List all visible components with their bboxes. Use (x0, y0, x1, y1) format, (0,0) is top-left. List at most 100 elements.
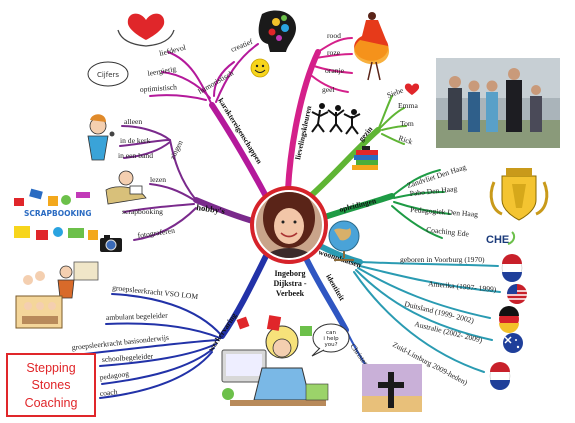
hobbys-sub (169, 139, 197, 201)
werkervaring-sub (105, 322, 221, 339)
opleidingen-item: Coaching Ede (426, 225, 470, 238)
karakter-sub (215, 43, 259, 103)
gezin-sub (379, 107, 405, 129)
werkervaring-item: coach (99, 387, 118, 398)
globe-icon (328, 220, 360, 261)
opleidingen-item: Pedagogiek Den Haag (410, 205, 479, 219)
gezin-item: Emma (398, 101, 418, 110)
hobbys-zingen-item: in een band (118, 151, 153, 160)
speech-text: i help (323, 336, 339, 342)
kleuren-item: rood (327, 31, 341, 40)
speech-bubble: can i help you? (311, 323, 350, 357)
flag-australia-icon (503, 333, 523, 353)
hobbys-sub (119, 139, 171, 147)
woonplaatsen-sub (359, 265, 501, 293)
dancer-illustration (354, 12, 390, 81)
che-logo-text: CHE (486, 234, 509, 246)
identiteit-branch (301, 251, 349, 333)
scrapbooking-supplies-illustration: SCRAPBOOKING (14, 188, 98, 240)
werkervaring-sub (101, 347, 215, 385)
books-stack-icon (352, 146, 378, 170)
scrapbooking-text: SCRAPBOOKING (24, 209, 92, 218)
stamp-line-2: Stones (32, 378, 71, 392)
gezin-item: Rick (397, 133, 414, 146)
speech-text: you? (324, 342, 337, 348)
cijfers-bubble: Cijfers (87, 61, 129, 87)
hobbys-sub (123, 203, 195, 213)
gezin-item: Tom (400, 119, 414, 128)
werkervaring-title: werkervaring (206, 311, 238, 353)
werkervaring-sub (111, 293, 223, 337)
gezin-sub (381, 125, 407, 131)
hobbys-sub (121, 125, 171, 141)
karakter-sub (161, 71, 211, 99)
hobbys-title: hobby's (196, 202, 226, 216)
woonplaatsen-sub (361, 261, 499, 267)
kleuren-item: oranje (325, 66, 345, 75)
opleidingen-sub (393, 191, 445, 199)
hobbys-item: lezen (150, 175, 166, 184)
center-name-line-2: Dijkstra - (273, 279, 306, 288)
creative-head-illustration (258, 10, 296, 52)
stepping-stones-stamp: Stepping Stones Coaching (6, 353, 96, 417)
woonplaatsen-sub (353, 271, 485, 373)
werkervaring-branch (219, 249, 271, 339)
kleuren-item: geel (322, 85, 335, 94)
werkervaring-sub (99, 343, 217, 367)
karakter-item: optimistisch (140, 82, 178, 94)
opleidingen-branch (319, 193, 395, 221)
karakter-item: creatief (229, 37, 254, 54)
karakter-item: humoristisch (197, 68, 236, 96)
hobbys-sub (123, 141, 171, 159)
flag-netherlands-icon (501, 254, 523, 282)
gezin-sub (377, 95, 393, 131)
che-logo: CHE (486, 231, 516, 246)
family-photo (436, 58, 560, 148)
portrait-illustration (256, 192, 322, 258)
hobbys-zingen-item: in de kerk (120, 136, 151, 145)
kleuren-branch (285, 49, 321, 193)
classroom-illustration (15, 271, 63, 329)
cross-photo (362, 364, 422, 412)
gezin-branch (303, 127, 381, 203)
flag-netherlands-icon (489, 362, 511, 390)
woonplaatsen-sub (355, 269, 493, 341)
singer-illustration (87, 114, 115, 161)
speech-text: can (326, 330, 336, 336)
teacher-cartoon (221, 315, 329, 406)
woonplaatsen-item: geboren in Voorburg (1970) (400, 255, 485, 264)
werkervaring-item: schoolbegeleider (102, 351, 154, 364)
opleidingen-group: opleidingen Zandvliet Den Haag Pabo Den … (338, 162, 478, 238)
werkervaring-sub (83, 339, 219, 355)
flag-germany-icon (499, 306, 519, 333)
karakter-branch (209, 102, 271, 203)
kleuren-sub (317, 37, 353, 53)
karakter-sub (149, 94, 207, 101)
hobbys-zingen-item: alleen (124, 117, 142, 126)
presenter-illustration (57, 261, 99, 299)
hobbys-group: hobby's zingen alleen in de kerk in een … (118, 117, 226, 240)
gezin-item: Siebe (386, 85, 406, 99)
coat-of-arms-illustration (489, 168, 549, 221)
kleuren-item: roze (327, 48, 341, 57)
karakter-group: karaktereigenschappen liefdevol creatief… (140, 37, 265, 166)
stamp-line-3: Coaching (25, 396, 78, 410)
woonplaatsen-sub (357, 267, 491, 319)
werkervaring-item: pedagoog (99, 369, 130, 382)
hobbys-sub (149, 183, 195, 201)
center-name-line-3: Verbeek (276, 289, 305, 298)
woonplaatsen-item: Amerika (1997- 1999) (428, 279, 497, 294)
smiley-icon (250, 58, 270, 78)
branch-lines (83, 37, 501, 399)
camera-icon (100, 235, 122, 252)
kleuren-sub (313, 65, 353, 74)
karakter-item: leergierig (147, 64, 177, 78)
small-heart-icon (404, 83, 420, 95)
kleuren-sub (315, 53, 353, 59)
cijfers-text: Cijfers (97, 71, 119, 79)
hobbys-item: scrapbooking (122, 207, 163, 216)
center-node: Ingeborg Dijkstra - Verbeek (250, 186, 328, 298)
opleidingen-title: opleidingen (338, 196, 377, 214)
hobbys-item: fotograferen (137, 226, 176, 240)
